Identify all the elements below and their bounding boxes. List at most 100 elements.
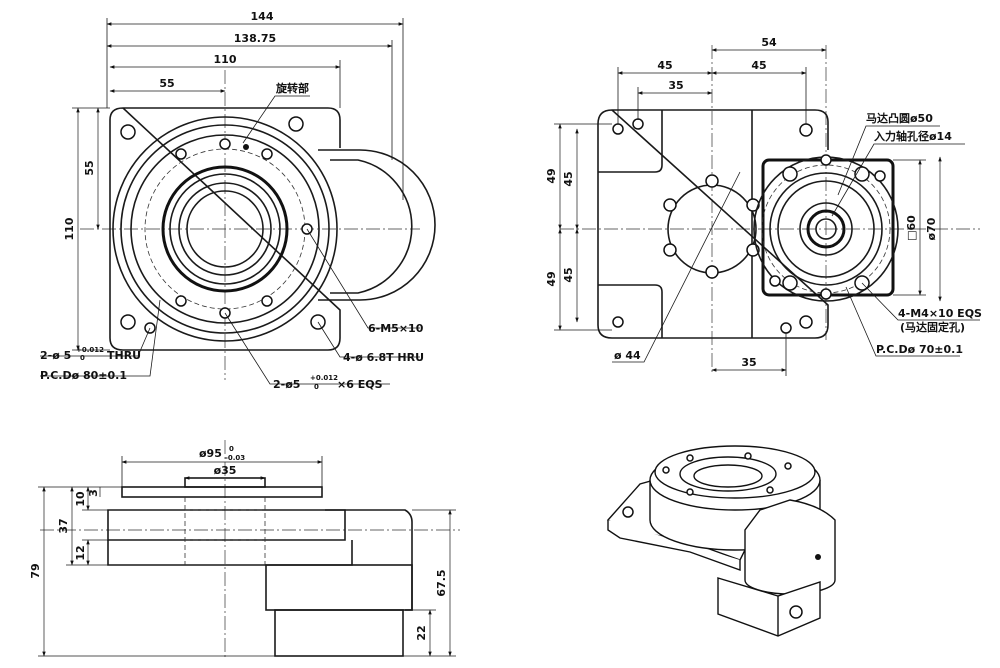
- top-view-pcd-hole: [261, 148, 273, 160]
- dim-dia95-text: ø95: [199, 447, 222, 460]
- callout-pin-thru-tol-dn: 0: [80, 354, 85, 362]
- right-view-motor-hole: [820, 154, 832, 166]
- dim-sq60-text: □60: [905, 215, 918, 241]
- callout-pin-eqs-leader: [224, 312, 390, 385]
- dim-37-text: 37: [57, 518, 70, 533]
- top-view-outer-ring: [112, 116, 338, 342]
- iso-table-hole: [744, 452, 752, 460]
- right-view-motor-hole: [769, 275, 781, 287]
- callout-pcd80-leader: [40, 299, 161, 377]
- top-view-center-bore-outer: [161, 165, 289, 293]
- front-view-base: [107, 540, 353, 566]
- right-view-corner-hole: [780, 322, 792, 334]
- right-view-input-bore: [815, 218, 837, 240]
- top-view: 144 138.75 110 55 旋转部 55 110 6-M5×10 4-ø…: [40, 10, 436, 391]
- top-view-corner-hole: [288, 116, 304, 132]
- callout-pcd70-leader: [845, 286, 960, 357]
- top-view-motor-lobe-inner: [330, 159, 413, 294]
- right-view-base-plate: [597, 109, 829, 339]
- top-view-pcd-hole: [261, 295, 273, 307]
- callout-pin-eqs-text: 2-ø5: [273, 378, 300, 391]
- dim-dia44-text: ø 44: [614, 349, 641, 362]
- callout-m4-note: (马达固定孔): [900, 320, 965, 334]
- callout-pcd80-text: P.C.Dø 80±0.1: [40, 369, 127, 382]
- isometric-view: [606, 445, 836, 637]
- dim-49-top-text: 49: [545, 168, 558, 183]
- front-view-table-top: [121, 486, 323, 498]
- top-view-center-bore: [186, 190, 264, 268]
- top-view-corner-hole: [120, 314, 136, 330]
- dim-45a-text: 45: [657, 59, 672, 72]
- top-view-pcd-hole: [175, 148, 187, 160]
- iso-base-hole: [622, 506, 634, 518]
- iso-center-bore: [693, 464, 763, 488]
- dim-10-text: 10: [74, 491, 87, 507]
- dim-dia95-tol-up: 0: [229, 445, 234, 453]
- callout-pin-thru-tol-up: +0.012: [76, 346, 104, 354]
- right-view-corner-hole: [799, 315, 813, 329]
- right-view-input-shaft-outer: [799, 202, 853, 256]
- callout-pin-thru-text: 2-ø 5: [40, 349, 71, 362]
- callout-68-leader: [317, 321, 420, 358]
- iso-table-hole: [766, 486, 774, 494]
- dim-35-top-text: 35: [668, 79, 683, 92]
- top-view-corner-hole: [120, 124, 136, 140]
- iso-adapter-mark: [815, 554, 821, 560]
- callout-pin-eqs-end: ×6 EQS: [337, 378, 383, 391]
- top-view-ring-2: [120, 124, 330, 334]
- motor-boss-leader: [837, 125, 940, 196]
- top-view-rotary-table: [130, 134, 320, 324]
- right-view-pocket-top: [598, 110, 663, 173]
- front-view-motor-adapter: [325, 509, 413, 611]
- callout-pcd70-text: P.C.Dø 70±0.1: [876, 343, 963, 356]
- top-view-base-flange: [109, 107, 341, 351]
- right-view-motor-hole: [820, 288, 832, 300]
- dim-55-side-text: 55: [83, 160, 96, 175]
- right-view-bore-hole: [663, 198, 677, 212]
- input-bore-leader: [831, 143, 965, 217]
- callout-m4-text: 4-M4×10 EQS: [898, 307, 982, 320]
- right-view-corner-hole: [612, 316, 624, 328]
- dim-35-bot-text: 35: [741, 356, 756, 369]
- callout-pin-eqs-tol-up: +0.012: [310, 374, 338, 382]
- callout-m4-leader: [861, 282, 980, 321]
- iso-base-side: [607, 520, 741, 571]
- top-view-pcd-hole: [175, 295, 187, 307]
- right-view-bore-hole: [705, 265, 719, 279]
- dim-110-text: 110: [214, 53, 237, 66]
- right-view: 54 45 45 35 49 45 49 45 马达凸圆ø50 入力轴孔径ø14…: [545, 36, 982, 376]
- right-view-corner-hole: [799, 123, 813, 137]
- iso-motor-adapter: [744, 499, 836, 595]
- dim-45-side-bot-text: 45: [562, 267, 575, 282]
- right-view-corner-hole: [632, 118, 644, 130]
- front-view: ø95 0 -0.03 ø35 10 3 37 12 79 67.5 22: [29, 440, 460, 660]
- right-view-bore-hole: [705, 174, 719, 188]
- dim-dia70-text: ø70: [925, 217, 938, 240]
- dim-67-5-text: 67.5: [435, 569, 448, 596]
- right-view-pocket-bottom: [598, 284, 663, 338]
- iso-table-hole: [686, 488, 694, 496]
- callout-m5-leader: [306, 228, 420, 329]
- front-view-body: [107, 509, 346, 541]
- rotating-part-label: 旋转部: [275, 81, 309, 95]
- callout-m5-text: 6-M5×10: [368, 322, 424, 335]
- iso-motor-hole: [789, 605, 803, 619]
- rotating-part-leader: [242, 95, 310, 144]
- callout-pin-eqs-tol-dn: 0: [314, 383, 319, 391]
- right-view-motor-hole: [782, 275, 798, 291]
- top-view-center-bore-inner: [178, 182, 272, 276]
- dim-144-text: 144: [251, 10, 274, 23]
- right-view-motor-ring: [777, 180, 875, 278]
- dim-54-text: 54: [761, 36, 777, 49]
- right-view-input-shaft: [806, 209, 846, 249]
- dim-dia95-tol-dn: -0.03: [225, 454, 245, 462]
- callout-pin-thru-leader: [40, 327, 151, 357]
- dim-49-bot-text: 49: [545, 271, 558, 286]
- dim-55-text: 55: [159, 77, 174, 90]
- dim-45-side-top-text: 45: [562, 171, 575, 186]
- iso-table-hole: [662, 466, 670, 474]
- dim-138-text: 138.75: [234, 32, 276, 45]
- front-view-motor-housing: [265, 564, 413, 611]
- top-view-rotation-mark: [243, 144, 249, 150]
